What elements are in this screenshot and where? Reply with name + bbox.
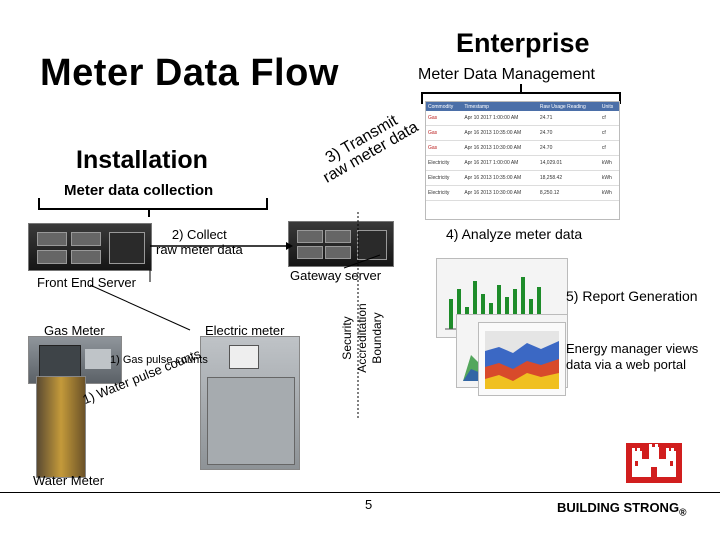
footer-brand: BUILDING STRONG® (557, 500, 687, 519)
front-end-server-image (28, 223, 152, 271)
castle-icon (632, 444, 676, 477)
mdm-label: Meter Data Management (418, 66, 595, 83)
table-header-cell: Commodity (426, 102, 463, 111)
water-meter-label: Water Meter (33, 473, 105, 488)
electric-meter-photo (200, 336, 300, 470)
table-cell: kWh (599, 185, 619, 201)
installation-heading: Installation (76, 146, 208, 174)
table-cell: Electricity (426, 185, 463, 201)
installation-subheading: Meter data collection (64, 182, 214, 199)
table-cell: cf (599, 140, 619, 156)
installation-bracket-tick (148, 209, 150, 217)
step4-label: 4) Analyze meter data (446, 226, 583, 242)
step1-gas-label: 1) Gas pulse counts (110, 354, 208, 366)
table-cell: Electricity (426, 170, 463, 186)
electric-meter-label: Electric meter (205, 323, 285, 338)
usace-castle-logo (626, 443, 682, 483)
installation-bracket (38, 198, 268, 210)
energy-manager-label: Energy manager views data via a web port… (566, 341, 699, 372)
enterprise-heading: Enterprise (456, 28, 590, 58)
step5-label: 5) Report Generation (566, 288, 698, 304)
table-cell: Gas (426, 111, 463, 126)
footer-divider (0, 492, 720, 493)
enterprise-bracket-tick (520, 84, 522, 93)
table-cell: 24.70 (537, 140, 600, 156)
table-header-row: Commodity Timestamp Raw Usage Reading Un… (426, 102, 619, 111)
table-cell: 18,258.42 (537, 170, 600, 186)
table-cell: kWh (599, 155, 619, 171)
connector-line (89, 284, 191, 331)
gateway-server-label: Gateway server (290, 268, 382, 283)
table-cell: 14,029.01 (537, 155, 600, 171)
table-header-cell: Timestamp (462, 102, 538, 111)
table-header-cell: Raw Usage Reading (537, 102, 600, 111)
table-cell: Apr 10 2017 1:00:00 AM (462, 111, 538, 126)
table-cell: Apr 16 2013 10:35:00 AM (462, 170, 538, 186)
table-cell: Apr 16 2013 10:35:00 AM (462, 125, 538, 141)
table-cell: cf (599, 125, 619, 141)
table-cell: Electricity (426, 155, 463, 171)
flow-arrow (343, 254, 381, 269)
stacked-chart-icon (485, 331, 559, 389)
page-number: 5 (365, 497, 373, 512)
table-cell: kWh (599, 170, 619, 186)
table-cell: 24.70 (537, 125, 600, 141)
table-cell: Apr 16 2013 10:30:00 AM (462, 185, 538, 201)
enterprise-bracket (421, 92, 621, 104)
report-stacked-image (478, 322, 566, 396)
table-cell: Gas (426, 140, 463, 156)
mdm-data-table: Commodity Timestamp Raw Usage Reading Un… (425, 101, 620, 220)
table-cell: Apr 16 2013 10:30:00 AM (462, 140, 538, 156)
gas-meter-label: Gas Meter (44, 323, 105, 338)
table-cell: Apr 16 2017 1:00:00 AM (462, 155, 538, 171)
front-end-server-label: Front End Server (37, 275, 136, 290)
table-cell: 24.71 (537, 111, 600, 126)
gateway-server-image (288, 221, 394, 267)
table-header-cell: Units (599, 102, 619, 111)
slide-title: Meter Data Flow (40, 52, 339, 94)
table-cell: 8,250.12 (537, 185, 600, 201)
registered-mark: ® (679, 507, 687, 519)
water-meter-photo (36, 376, 86, 478)
table-cell: cf (599, 111, 619, 126)
flow-arrow-head (286, 242, 293, 250)
table-cell: Gas (426, 125, 463, 141)
